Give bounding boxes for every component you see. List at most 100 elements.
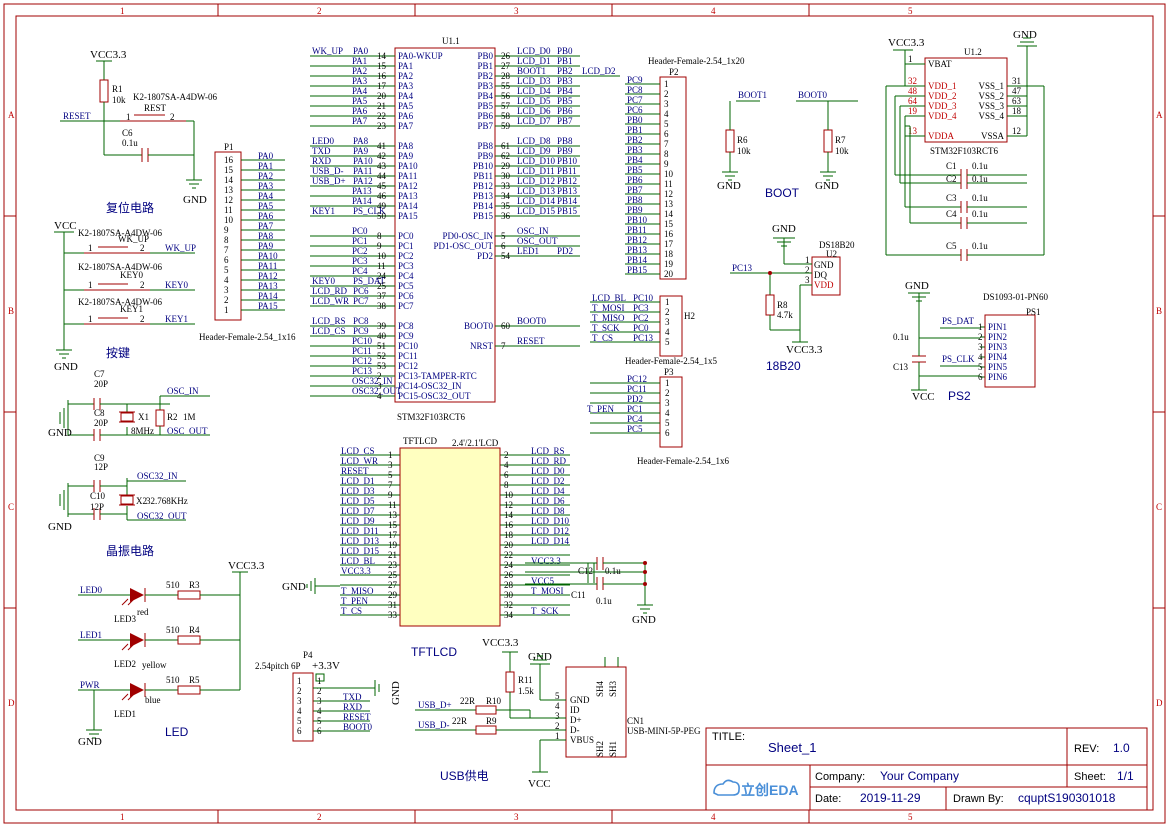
p4-pin-number: 4 [297,706,302,716]
led-vcc: VCC3.3 [228,560,265,572]
tft-net: T_MISO [341,586,374,596]
ds18b20-pin-number: 2 [805,265,810,275]
mcu-pin-name: PB14 [473,201,494,211]
p1-pin: 14 [224,175,234,185]
crystal-circuit: C7 20P C8 20P X1 8MHz R2 1M OSC_IN OSC_O… [48,369,210,558]
key-pin-number: 2 [140,280,145,290]
tft-net: LCD_D2 [531,476,565,486]
tft-pin-number: 25 [388,570,398,580]
p1-pin: 12 [224,195,233,205]
p3-label: T_PEN [587,404,615,414]
led-diode [130,633,144,647]
p4-ref: P4 [303,650,313,660]
mcu-pin-number: 29 [501,161,511,171]
h2-label: T_MOSI [592,303,625,313]
usb-pin-number: 3 [555,711,560,721]
power-pin-number: 63 [1012,96,1022,106]
mcu-pin-number: 52 [377,351,386,361]
p2-pin: 11 [664,179,673,189]
p3-pin: 1 [665,378,670,388]
mcu-pin-label: PC0 [352,226,368,236]
mcu-pin-number: 46 [377,191,387,201]
ds18b20-ref: U2 [826,249,837,259]
power-cap-val: 0.1u [972,174,988,184]
mcu-pin-label: PC6 [353,286,369,296]
mcu-net-label: BOOT0 [517,316,546,326]
mcu-net-label: LCD_D3 [517,76,551,86]
tft-net: LCD_WR [341,456,378,466]
mcu-pin-number: 45 [377,181,387,191]
mcu-net-label: OSC_OUT [517,236,558,246]
mcu-pin-name: BOOT0 [464,321,493,331]
mcu-pin-name: PA8 [398,141,414,151]
p4-pin-number: 2 [297,686,302,696]
key-pin-number: 1 [88,243,93,253]
power-pin-number: 48 [908,86,918,96]
mcu-pin-name: PB10 [473,161,494,171]
mcu-pin-number: 54 [501,251,511,261]
tft-part: 2.4'/2.1'LCD [452,438,499,448]
mcu-pin-label: PC2 [352,246,368,256]
p2-net: PB5 [627,165,643,175]
p2-pin: 17 [664,239,674,249]
c11-ref: C11 [571,590,586,600]
p1-net: PA1 [258,161,273,171]
mcu-pin-name: PC3 [398,261,414,271]
usb-pin-name: ID [570,705,580,715]
tft-pin-number: 4 [504,460,509,470]
tft-pin-number: 12 [504,500,513,510]
p2-pin: 16 [664,229,674,239]
tft-pin-number: 22 [504,550,513,560]
key-pin-number: 2 [140,314,145,324]
p1-ref: P1 [224,142,234,152]
boot-resistor [725,129,735,153]
p2-pin: 5 [664,119,669,129]
ps2-pin-name: PIN5 [988,362,1008,372]
boot-r-ref: R7 [835,135,846,145]
mcu-pin-name: PC14-OSC32_IN [398,381,462,391]
p1-pin: 11 [224,205,233,215]
mcu-pin-number: 21 [377,101,386,111]
p1-pin: 4 [224,275,229,285]
mcu-pin-number: 15 [377,61,387,71]
p3-pin: 3 [665,398,670,408]
tft-net: LCD_CS [341,446,375,456]
r1-ref: R1 [112,84,123,94]
stm32-main-ic: U1.1 STM32F103RCT6 [394,36,496,422]
tft-net: T_PEN [341,596,369,606]
tft-net: T_CS [341,606,362,616]
mcu-pin-label: PA9 [353,146,369,156]
mcu-alt-label: PB14 [557,196,578,206]
mcu-pin-number: 57 [501,101,511,111]
tft-net: LCD_D14 [531,536,569,546]
mcu-pin-label: PC13 [352,366,373,376]
tft-pin-number: 13 [388,510,398,520]
keys-section-title: 按键 [106,346,130,360]
tft-pin-number: 27 [388,580,398,590]
boot-net: BOOT1 [738,90,767,100]
tft-net: LCD_BL [341,556,375,566]
mcu-net-label: LCD_CS [312,326,346,336]
power-pin-number: 18 [1012,106,1022,116]
mcu-pin-number: 26 [501,51,511,61]
ps2-gnd: GND [905,280,929,292]
p2-net: PB0 [627,115,643,125]
ds18b20-pin-name: DQ [814,270,827,280]
tft-net: LCD_D12 [531,526,569,536]
mcu-pin-label: PS_CLK [353,206,386,216]
tft-pin-number: 20 [504,540,514,550]
mcu-net-label: BOOT1 [517,66,546,76]
sheet-value: 1/1 [1117,769,1134,783]
mcu-pin-number: 38 [377,301,387,311]
ps2-pin-name: PIN3 [988,342,1008,352]
ps2-pin-number: 4 [978,352,983,362]
mcu-pin-label: OSC32_OUT [352,386,402,396]
p4-pin-number: 1 [297,676,302,686]
mcu-pin-label: PC7 [353,296,369,306]
p2-net: PC6 [627,105,643,115]
led-net: PWR [80,680,100,690]
mcu-pin-name: PC12 [398,361,418,371]
tft-pin-number: 17 [388,530,398,540]
p4-pin-number: 6 [297,726,302,736]
frame-row-label: D [8,698,15,708]
